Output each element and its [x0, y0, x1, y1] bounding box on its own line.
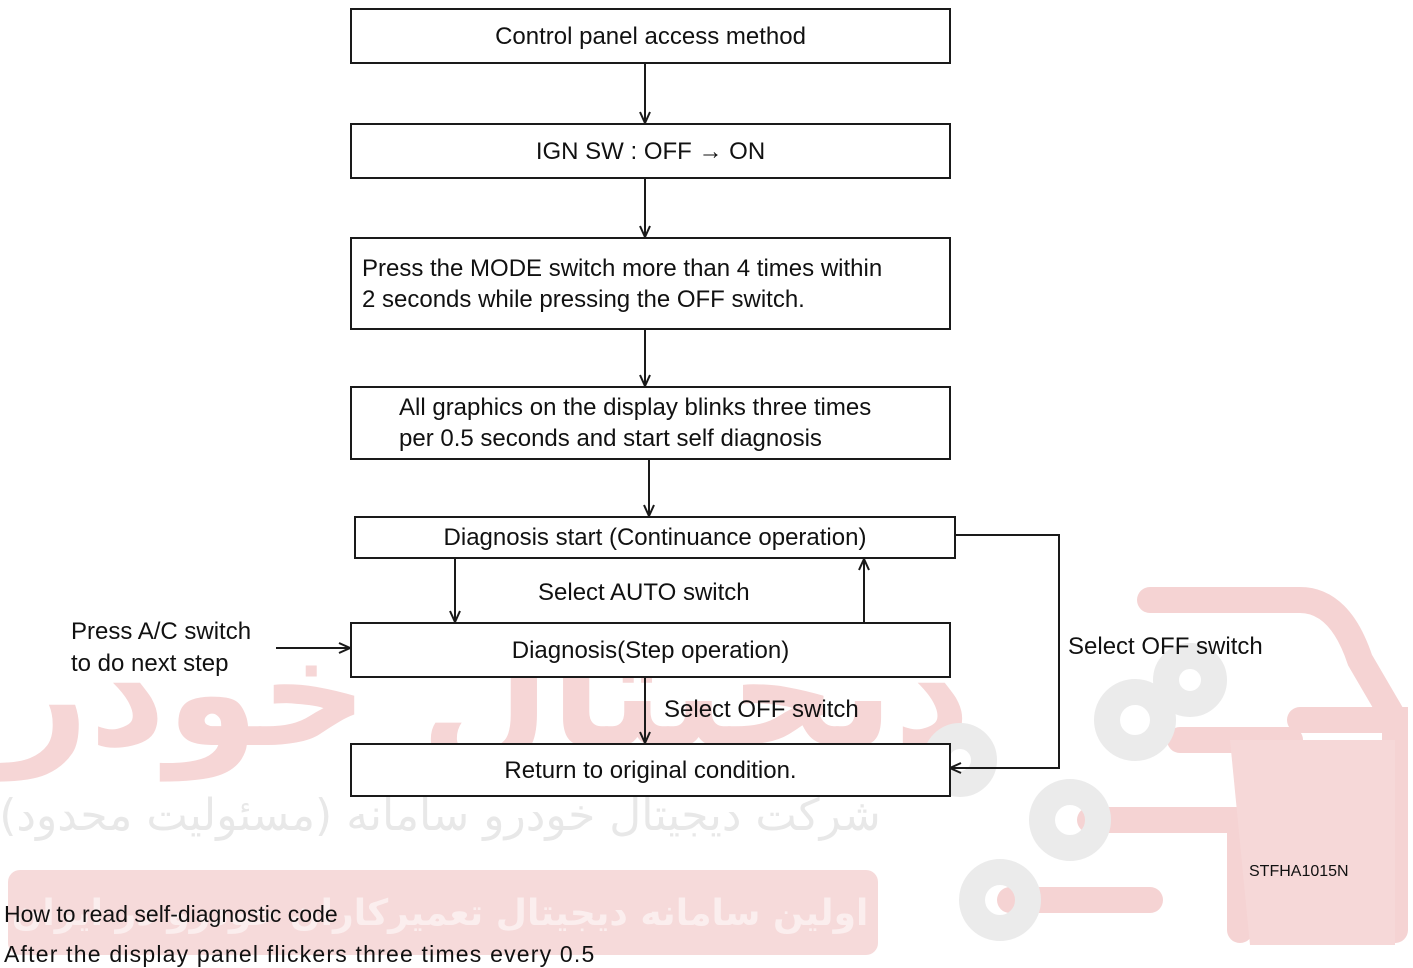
step-access-method: Control panel access method: [350, 8, 951, 64]
arrow-5-to-7-loop: [950, 534, 1060, 768]
step-graphics-blink: All graphics on the display blinks three…: [350, 386, 951, 460]
step-press-mode: Press the MODE switch more than 4 times …: [350, 237, 951, 330]
watermark-banner-bg: [8, 870, 878, 955]
watermark-subtitle: شرکت دیجیتال خودرو سامانه (مسئولیت محدود…: [0, 790, 881, 841]
step-return-original: Return to original condition.: [350, 743, 951, 797]
label-select-off-center: Select OFF switch: [664, 696, 859, 723]
label-press-ac-line2: to do next step: [71, 650, 229, 677]
label-select-off-right: Select OFF switch: [1068, 633, 1263, 660]
section-heading: How to read self-diagnostic code: [4, 901, 338, 927]
step-graphics-blink-line2: per 0.5 seconds and start self diagnosis: [399, 425, 822, 452]
watermark-banner: اولین سامانه دیجیتال تعمیرکاران خودرو در…: [12, 893, 869, 934]
watermark-car-body: [1230, 740, 1395, 945]
step-diagnosis-step: Diagnosis(Step operation): [350, 622, 951, 678]
step-return-original-label: Return to original condition.: [504, 756, 797, 784]
step-diagnosis-step-label: Diagnosis(Step operation): [511, 636, 790, 664]
step-graphics-blink-line1: All graphics on the display blinks three…: [399, 394, 872, 421]
label-press-ac-line1: Press A/C switch: [71, 618, 252, 645]
figure-code: STFHA1015N: [1249, 863, 1349, 880]
step-ign-sw-label: IGN SW : OFF → ON: [535, 137, 766, 165]
step-ign-sw: IGN SW : OFF → ON: [350, 123, 951, 179]
label-select-auto: Select AUTO switch: [538, 579, 750, 606]
label-press-ac: Press A/C switch to do next step: [71, 616, 251, 680]
step-press-mode-line2: 2 seconds while pressing the OFF switch.: [362, 285, 805, 313]
step-access-method-label: Control panel access method: [495, 22, 806, 50]
step-press-mode-line1: Press the MODE switch more than 4 times …: [362, 254, 883, 282]
section-body-partial: After the display panel flickers three t…: [4, 941, 596, 967]
step-diagnosis-start: Diagnosis start (Continuance operation): [354, 516, 956, 559]
step-diagnosis-start-label: Diagnosis start (Continuance operation): [443, 524, 867, 551]
